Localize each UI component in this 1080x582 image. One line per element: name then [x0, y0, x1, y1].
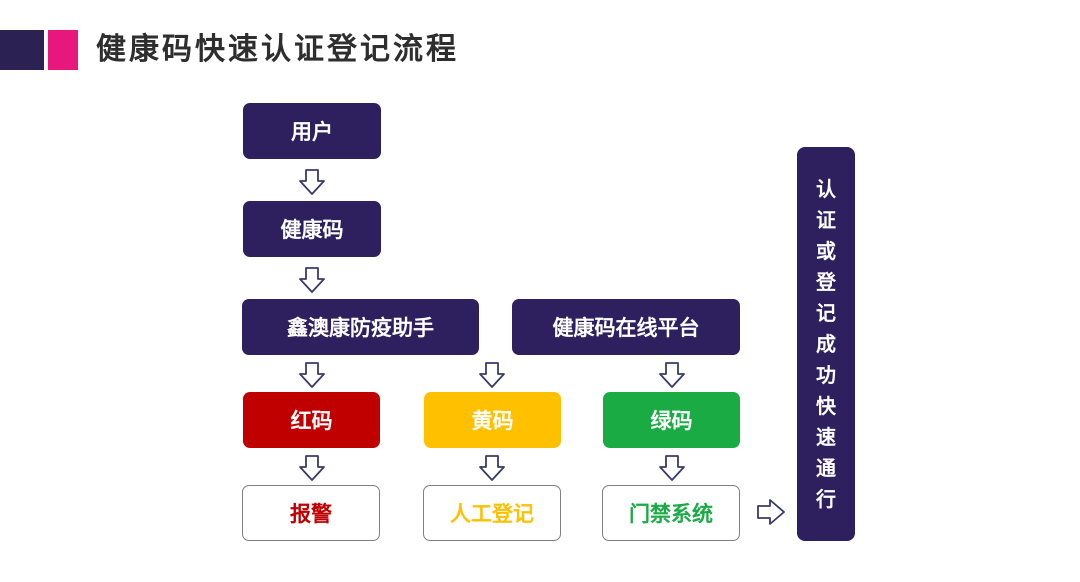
arrow-down-icon	[479, 362, 505, 388]
vertical-text-char: 通	[816, 455, 836, 480]
vertical-text-char: 行	[816, 486, 836, 511]
node-red-code: 红码	[243, 392, 380, 448]
arrow-down-icon	[299, 267, 325, 293]
vertical-text-char: 证	[816, 207, 836, 232]
vertical-text-char: 成	[816, 331, 836, 356]
vertical-text-char: 快	[816, 393, 836, 418]
node-health-code: 健康码	[243, 201, 381, 257]
vertical-text-char: 功	[816, 362, 836, 387]
node-fast-pass: 认证或登记成功快速通行	[797, 147, 855, 541]
node-user: 用户	[243, 103, 381, 159]
node-yellow-code: 黄码	[424, 392, 561, 448]
arrow-down-icon	[299, 362, 325, 388]
arrow-down-icon	[659, 455, 685, 481]
arrow-right-icon	[757, 499, 785, 525]
page-title: 健康码快速认证登记流程	[96, 32, 459, 67]
header-accent-dark	[0, 30, 44, 70]
node-alarm: 报警	[242, 485, 380, 541]
arrow-down-icon	[299, 455, 325, 481]
arrow-down-icon	[479, 455, 505, 481]
arrow-down-icon	[659, 362, 685, 388]
vertical-text-char: 认	[816, 176, 836, 201]
vertical-text-char: 速	[816, 424, 836, 449]
arrow-down-icon	[299, 169, 325, 195]
node-manual-registration: 人工登记	[423, 485, 561, 541]
node-platform: 健康码在线平台	[512, 299, 740, 355]
vertical-text-char: 或	[816, 238, 836, 263]
node-app: 鑫澳康防疫助手	[242, 299, 479, 355]
vertical-text-char: 登	[816, 269, 836, 294]
node-green-code: 绿码	[603, 392, 740, 448]
vertical-text-char: 记	[816, 300, 836, 325]
header-accent-pink	[48, 30, 78, 70]
node-gate-system: 门禁系统	[602, 485, 740, 541]
